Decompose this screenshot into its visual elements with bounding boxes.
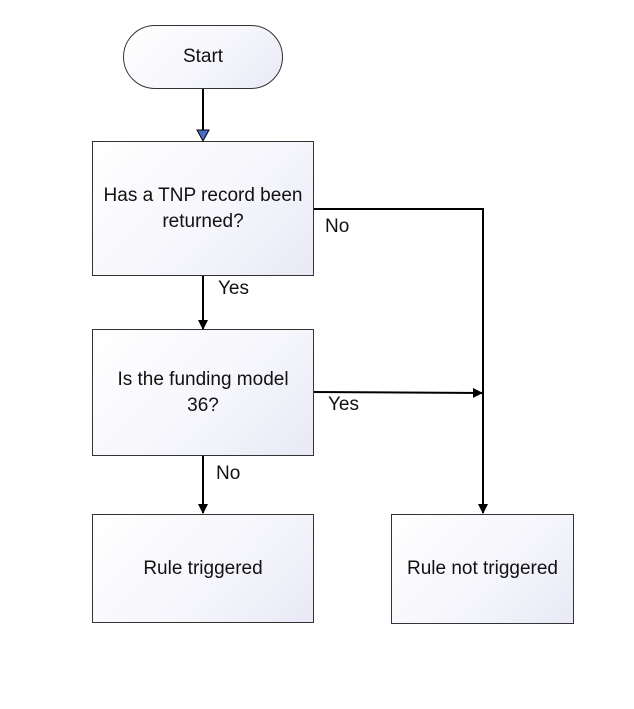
edge-label-tnp-yes: Yes: [218, 278, 249, 299]
rule-not-triggered-node: Rule not triggered: [391, 514, 574, 624]
edge-label-funding-yes: Yes: [328, 394, 359, 415]
edge-label-funding-no: No: [216, 463, 241, 484]
connector-funding-yes: [313, 387, 483, 398]
decision-tnp-node: Has a TNP record been returned?: [92, 141, 314, 276]
edge-label-tnp-no: No: [325, 216, 350, 237]
start-node: Start: [123, 25, 283, 89]
rule-triggered-node: Rule triggered: [92, 514, 314, 623]
decision-funding-node: Is the funding model 36?: [92, 329, 314, 456]
connector-tnp-no: [314, 208, 488, 514]
start-arrowhead-icon: [196, 129, 210, 143]
